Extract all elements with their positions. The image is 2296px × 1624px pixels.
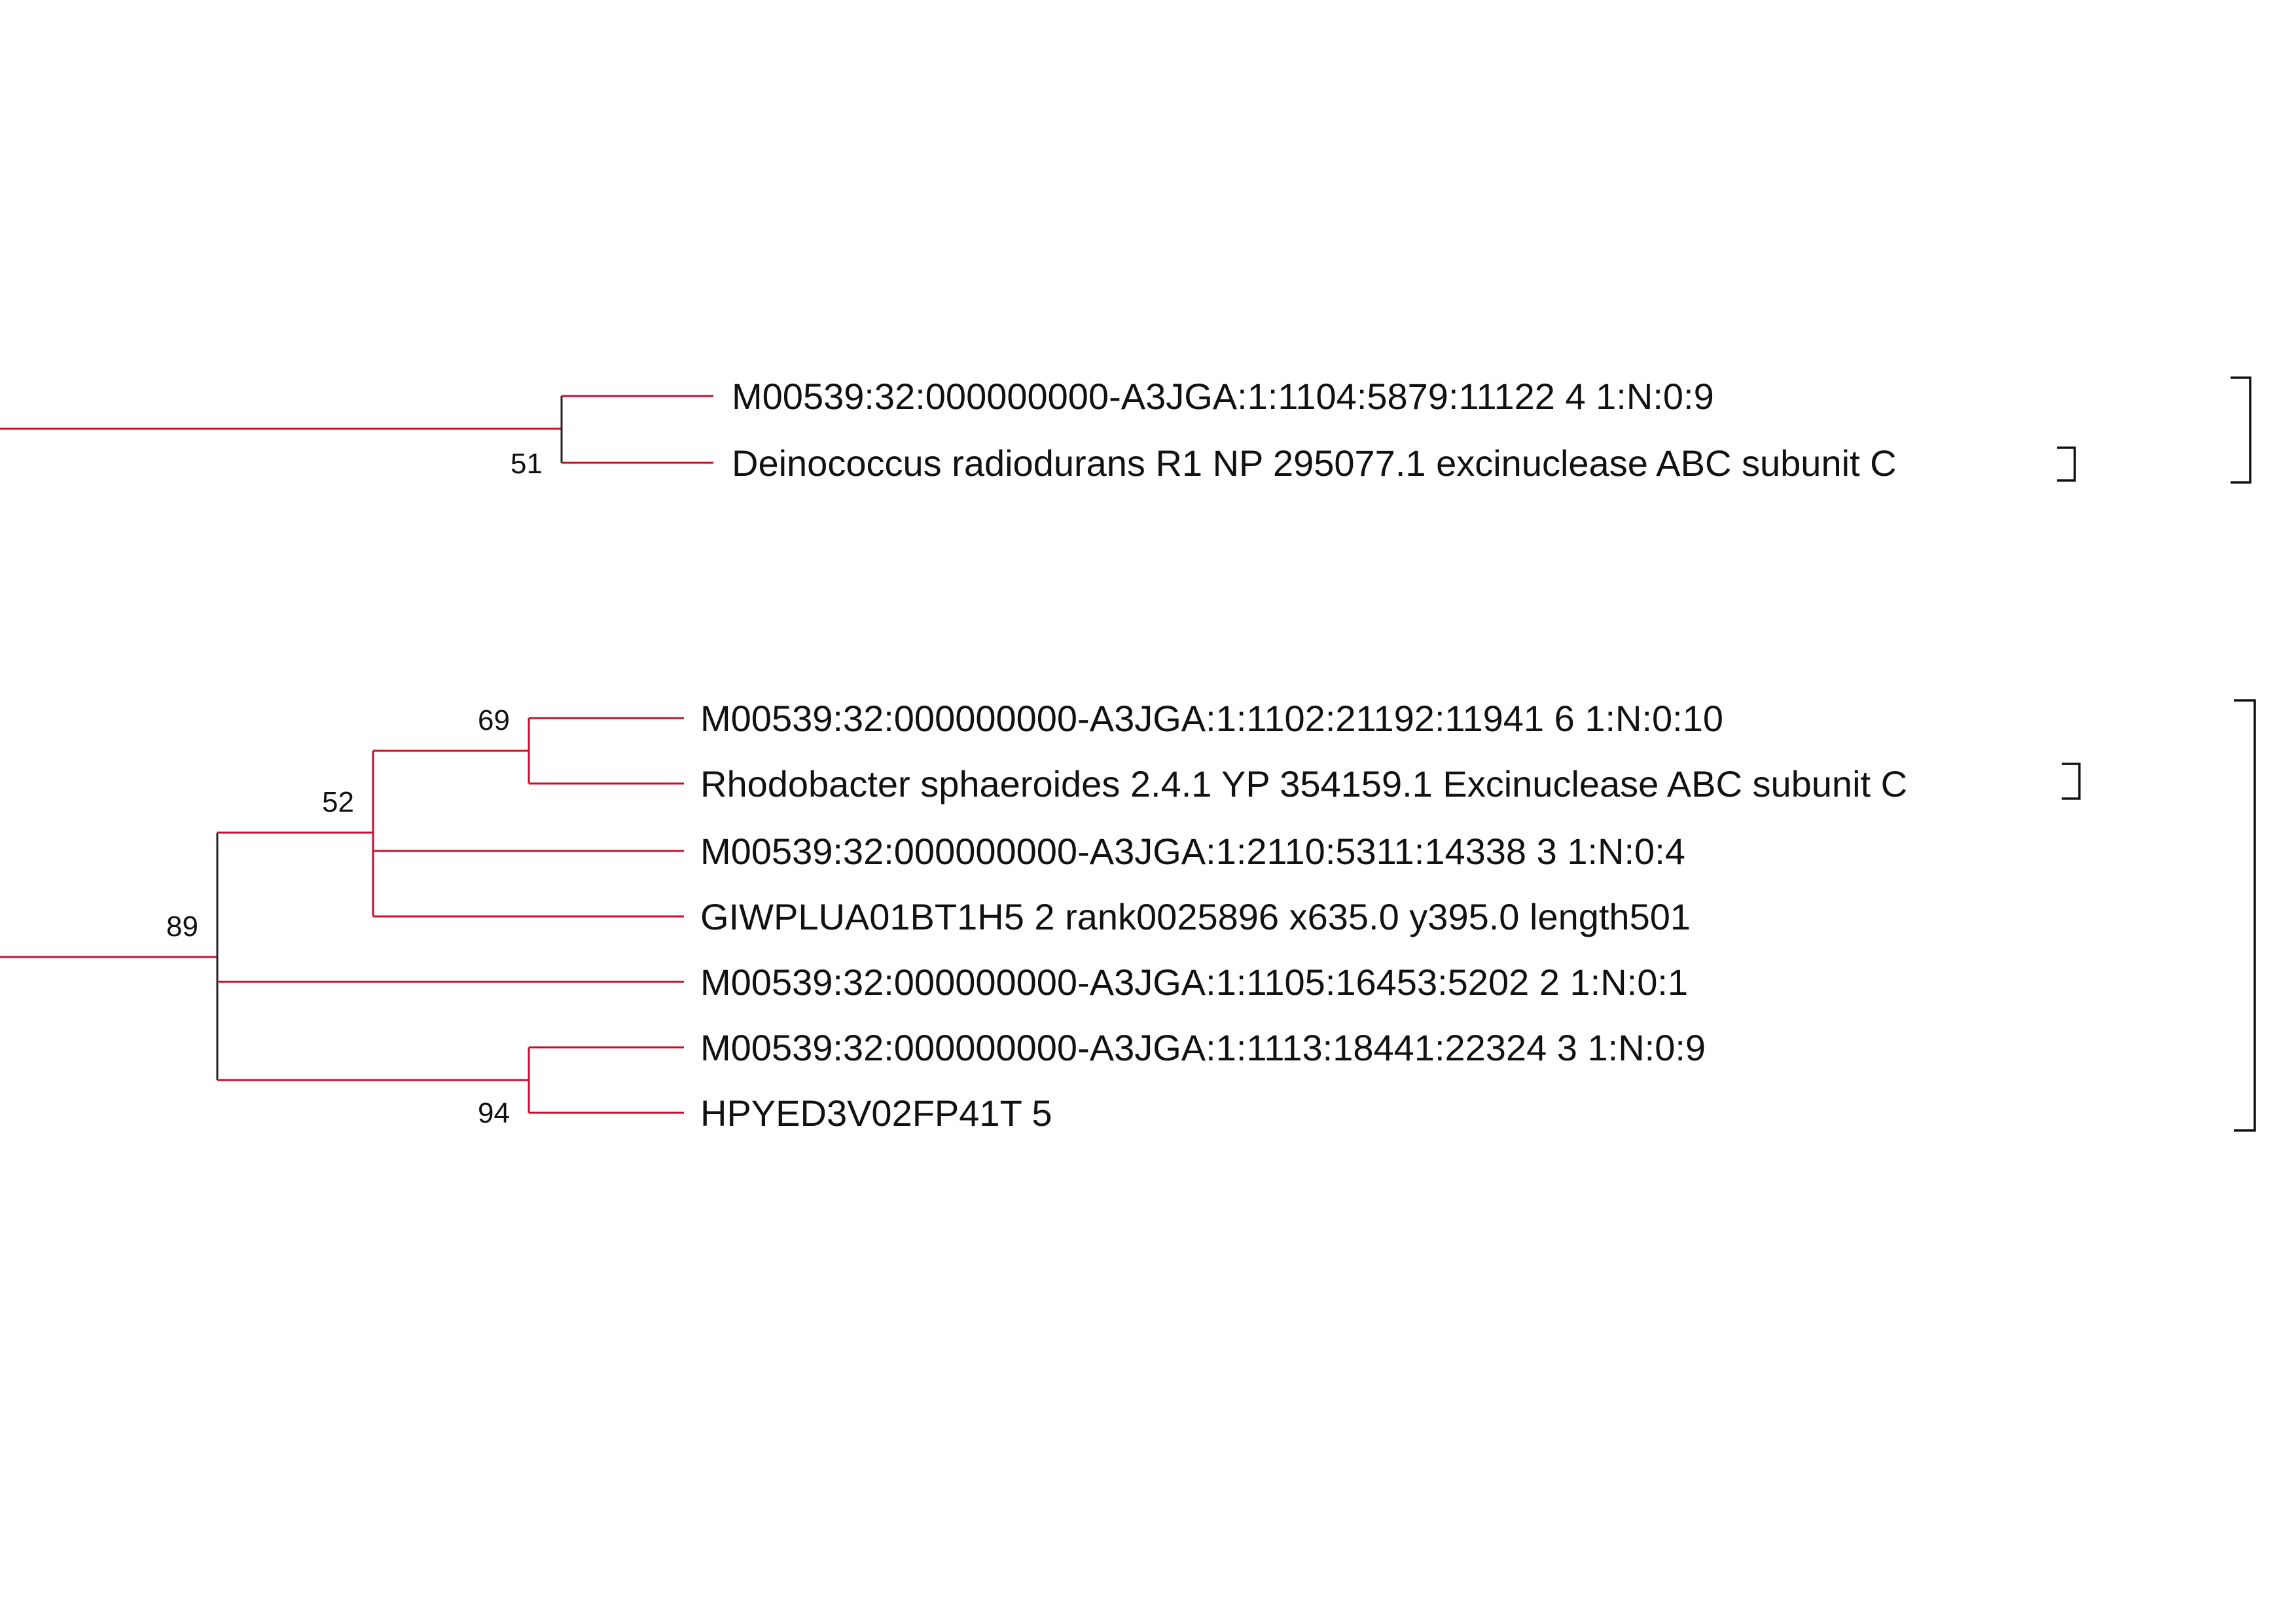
bootstrap-94: 94	[478, 1097, 510, 1129]
leaf-label: M00539:32:000000000-A3JGA:1:1102:21192:1…	[700, 698, 1723, 739]
leaf-label: GIWPLUA01BT1H5 2 rank0025896 x635.0 y395…	[700, 896, 1691, 937]
leaf-label: M00539:32:000000000-A3JGA:1:1105:16453:5…	[700, 962, 1688, 1003]
bootstrap-89: 89	[166, 911, 198, 943]
bracket-small-rhodobacter	[2062, 763, 2081, 800]
leaf-label: Deinococcus radiodurans R1 NP 295077.1 e…	[732, 442, 1897, 484]
clade-top: 51 M00539:32:000000000-A3JGA:1:1104:5879…	[0, 376, 2251, 484]
bootstrap-52: 52	[322, 786, 354, 818]
leaf-label: M00539:32:000000000-A3JGA:1:1104:5879:11…	[732, 376, 1714, 417]
leaf-label: M00539:32:000000000-A3JGA:1:2110:5311:14…	[700, 831, 1685, 872]
bracket-small-deinococcus	[2057, 446, 2076, 482]
bracket-clade-top	[2231, 376, 2251, 484]
leaf-label: HPYED3V02FP41T 5	[700, 1092, 1052, 1134]
bootstrap-69: 69	[478, 704, 510, 736]
leaf-label: M00539:32:000000000-A3JGA:1:1113:18441:2…	[700, 1027, 1706, 1068]
bootstrap-51: 51	[511, 448, 543, 480]
leaf-label: Rhodobacter sphaeroides 2.4.1 YP 354159.…	[700, 763, 1907, 804]
clade-bottom: 69 52 89 94 M00539:32:000000000-A3JGA:1:…	[0, 698, 2256, 1134]
bracket-clade-bottom	[2234, 699, 2256, 1132]
